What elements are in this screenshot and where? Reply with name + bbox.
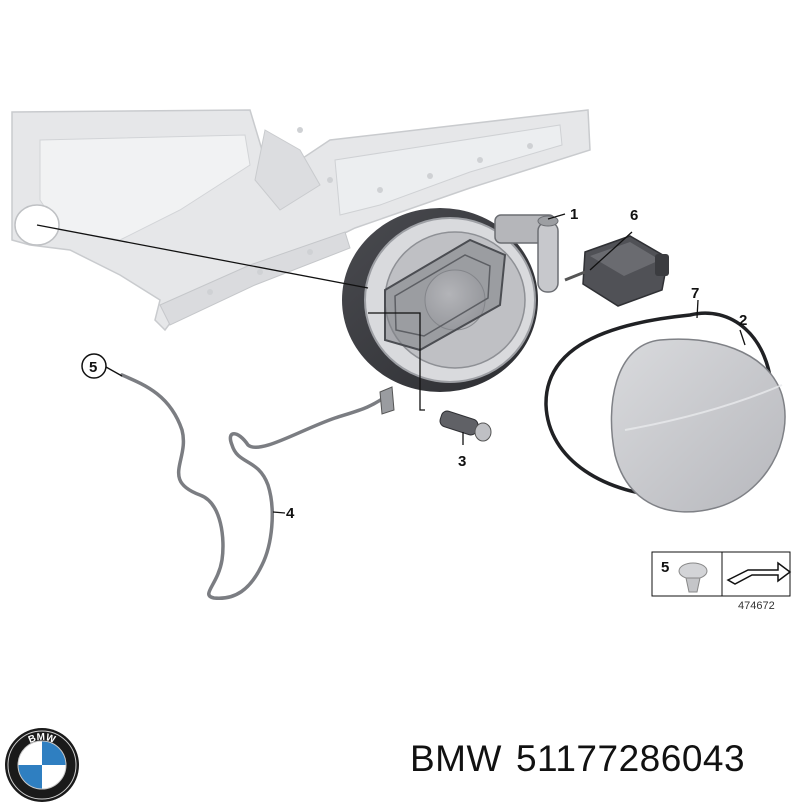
emergency-release-cable bbox=[120, 373, 390, 600]
caption-part-code: 51177286043 bbox=[515, 738, 746, 779]
logo-lettering: BMW bbox=[27, 732, 57, 746]
fuel-filler-flap bbox=[610, 338, 786, 513]
clip-icon bbox=[678, 562, 708, 593]
lock-actuator bbox=[564, 235, 669, 307]
arrow-reference-icon bbox=[726, 561, 792, 585]
callout-4: 4 bbox=[286, 505, 295, 522]
legend-box: 5 474672 bbox=[651, 551, 792, 612]
side-body-panel bbox=[11, 109, 591, 332]
panel-rivet-holes bbox=[207, 127, 533, 295]
callout-1: 1 bbox=[570, 206, 578, 223]
callout-2: 2 bbox=[739, 312, 747, 329]
callout-5: 5 bbox=[89, 359, 97, 376]
callout-3: 3 bbox=[458, 453, 466, 470]
callout-6: 6 bbox=[630, 207, 638, 224]
caption-brand: BMW bbox=[410, 738, 502, 779]
diagram-ref-number: 474672 bbox=[738, 600, 775, 612]
locking-pin bbox=[439, 410, 492, 442]
part-caption: BMW 51177286043 bbox=[410, 738, 759, 780]
legend-part-number: 5 bbox=[661, 559, 669, 576]
actuator-hinge bbox=[494, 214, 559, 293]
callout-7: 7 bbox=[691, 285, 699, 302]
leader-lines bbox=[36, 213, 746, 514]
bmw-logo-icon: BMW bbox=[5, 728, 79, 802]
callout-5-ring bbox=[81, 353, 107, 379]
